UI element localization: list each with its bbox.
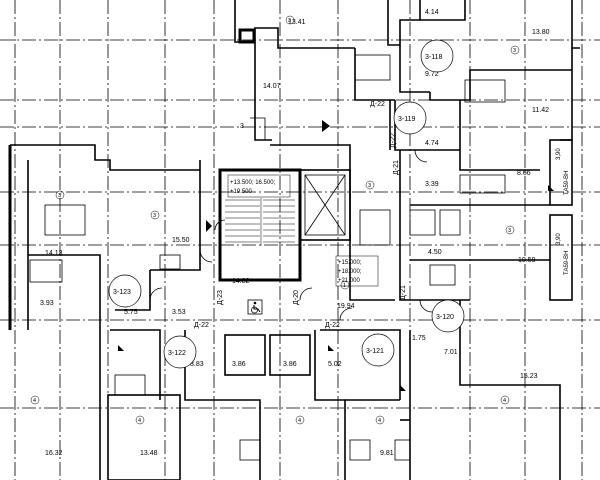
window-tag: ТА59-ВН: [564, 251, 570, 275]
area-label: 9.72: [425, 71, 439, 78]
svg-text:4: 4: [33, 398, 36, 404]
door-tags: Д-22 Д-22 Д-21 Д-23 Д-20 Д-22 Д-22 Д-21: [194, 101, 407, 329]
door-tag: Д-22: [325, 322, 340, 329]
svg-text:3: 3: [288, 18, 291, 24]
area-label: 4.14: [425, 9, 439, 16]
area-label: 14.07: [263, 83, 281, 90]
apartment-number: 3-123: [113, 289, 131, 296]
area-label: 14.82: [232, 278, 250, 285]
level-notes: +13.500; 16.500; +19.500 +15.000; +18.00…: [227, 174, 379, 287]
area-label: 4.74: [425, 140, 439, 147]
door-tag: Д-22: [370, 101, 385, 108]
area-label: 5.75: [124, 309, 138, 316]
area-label: 3.53: [172, 309, 186, 316]
svg-text:3: 3: [153, 213, 156, 219]
wall-mark: 3,90: [556, 233, 562, 245]
wall-mark: 3,90: [556, 148, 562, 160]
stair-level-line: +19.500: [230, 189, 253, 195]
apartment-number: 3-119: [398, 116, 415, 123]
lift-level-line: +15.000;: [338, 260, 362, 266]
window-tag: ТА59-ВН: [564, 171, 570, 195]
area-label: 16.32: [45, 450, 63, 457]
area-label: 3.93: [40, 300, 54, 307]
door-tag: Д-20: [293, 290, 300, 305]
section-marks: [118, 117, 554, 391]
door-tag: Д-22: [194, 322, 209, 329]
area-label: 15.23: [520, 373, 538, 380]
svg-text:3: 3: [58, 193, 61, 199]
area-label: 11.42: [532, 107, 549, 114]
door-tag: Д-21: [393, 160, 400, 175]
lift-level-line: +18.000;: [338, 269, 362, 275]
area-label: 8.66: [517, 170, 531, 177]
apartment-number: 3-122: [168, 350, 186, 357]
window-tags: ТА59-ВН ТА59-ВН 3,90 3,90 3: [240, 123, 570, 275]
door-tag: Д-23: [217, 290, 224, 305]
area-labels: 13.41 4.14 13.80 9.72 14.07 11.42 4.74 3…: [40, 9, 550, 457]
svg-text:4: 4: [503, 398, 506, 404]
area-label: 9.81: [380, 450, 394, 457]
area-label: 3.39: [425, 181, 439, 188]
area-label: 3.83: [190, 361, 204, 368]
area-label: 14.13: [45, 250, 63, 257]
stair-level-line: +13.500; 16.500;: [230, 180, 276, 186]
wheelchair-icon: [247, 299, 263, 315]
area-label: 10.59: [518, 257, 536, 264]
apartment-bubbles: 3-118 3-119 3-123 3-120 3-122 3-121: [108, 39, 465, 369]
door-tag: Д-21: [400, 285, 407, 300]
svg-text:3: 3: [508, 228, 511, 234]
door-tag: Д-22: [390, 133, 397, 148]
lift-level-line: +21.000: [338, 278, 361, 284]
svg-text:4: 4: [378, 418, 381, 424]
apartment-number: 3-118: [425, 54, 442, 61]
area-label: 13.41: [288, 19, 306, 26]
area-label: 3.86: [283, 361, 297, 368]
room-numbers: 3 3 3 3 3 3 4 4 4 4 4 1: [30, 15, 520, 425]
svg-text:3: 3: [368, 183, 371, 189]
svg-text:4: 4: [298, 418, 301, 424]
area-label: 4.50: [428, 249, 442, 256]
section-mark: 3: [240, 123, 244, 130]
area-label: 19.94: [337, 303, 355, 310]
area-label: 5.02: [328, 361, 342, 368]
area-label: 1.75: [412, 335, 426, 342]
svg-text:3: 3: [513, 48, 516, 54]
area-label: 3.86: [232, 361, 246, 368]
area-label: 15.50: [172, 237, 190, 244]
apartment-number: 3-120: [436, 314, 454, 321]
apartment-number: 3-121: [366, 348, 384, 355]
area-label: 7.01: [444, 349, 458, 356]
svg-text:4: 4: [138, 418, 141, 424]
area-label: 13.80: [532, 29, 550, 36]
area-label: 13.48: [140, 450, 158, 457]
